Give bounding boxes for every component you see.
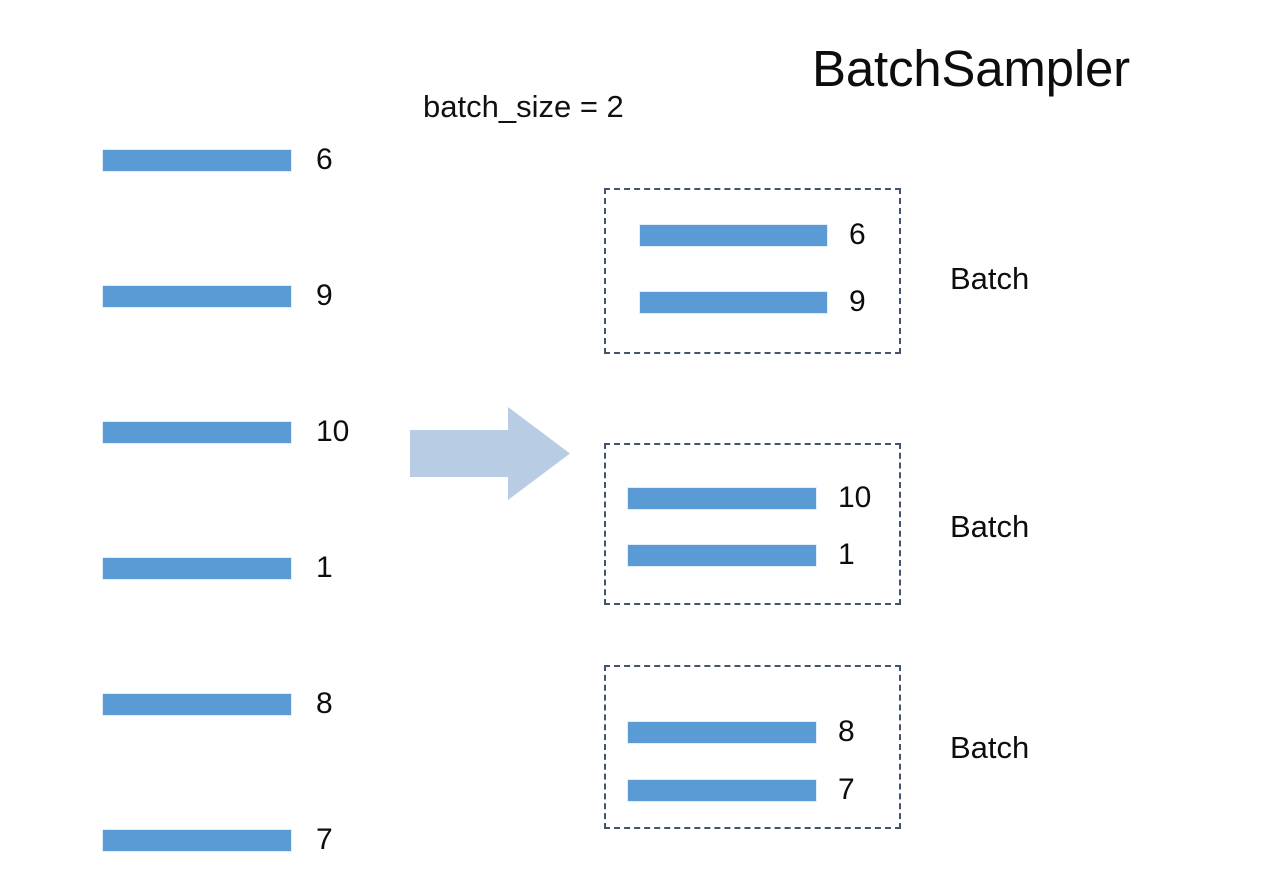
sample-row: 7 <box>103 823 333 856</box>
batch-item-label: 1 <box>838 538 855 571</box>
sample-row: 8 <box>103 687 333 720</box>
batch-box: 8 7 <box>604 665 901 829</box>
batch-item-label: 8 <box>838 715 855 748</box>
page-title: BatchSampler <box>812 40 1130 97</box>
batch-item: 10 <box>628 483 871 513</box>
batch-caption: Batch <box>950 730 1030 765</box>
sample-label: 8 <box>316 687 333 720</box>
sample-label: 7 <box>316 823 333 856</box>
sample-row: 9 <box>103 279 333 312</box>
batch-item: 7 <box>628 775 855 805</box>
sample-bar <box>103 557 291 579</box>
sample-row: 6 <box>103 143 333 176</box>
batch-bar <box>628 487 816 509</box>
batch-item: 1 <box>628 540 855 570</box>
batch-item: 9 <box>640 287 866 317</box>
right-block-arrow-icon <box>410 407 570 500</box>
sample-bar <box>103 693 291 715</box>
sample-label: 10 <box>316 415 350 448</box>
sample-row: 1 <box>103 551 333 584</box>
batch-item: 6 <box>640 220 866 250</box>
batch-item-label: 6 <box>849 218 866 251</box>
batch-caption: Batch <box>950 261 1030 296</box>
batch-box: 10 1 <box>604 443 901 605</box>
batch-box: 6 9 <box>604 188 901 354</box>
batch-bar <box>628 779 816 801</box>
batch-item: 8 <box>628 717 855 747</box>
batch-item-label: 7 <box>838 773 855 806</box>
batch-bar <box>640 224 827 246</box>
batch-bar <box>628 721 816 743</box>
sample-label: 6 <box>316 143 333 176</box>
batch-bar <box>640 291 827 313</box>
sample-label: 9 <box>316 279 333 312</box>
sample-bar <box>103 149 291 171</box>
sample-bar <box>103 421 291 443</box>
sample-label: 1 <box>316 551 333 584</box>
batch-item-label: 9 <box>849 285 866 318</box>
batch-size-annotation: batch_size = 2 <box>423 89 624 124</box>
sample-bar <box>103 285 291 307</box>
sample-bar <box>103 829 291 851</box>
batch-caption: Batch <box>950 509 1030 544</box>
batch-item-label: 10 <box>838 481 872 514</box>
batch-bar <box>628 544 816 566</box>
sample-row: 10 <box>103 415 350 448</box>
